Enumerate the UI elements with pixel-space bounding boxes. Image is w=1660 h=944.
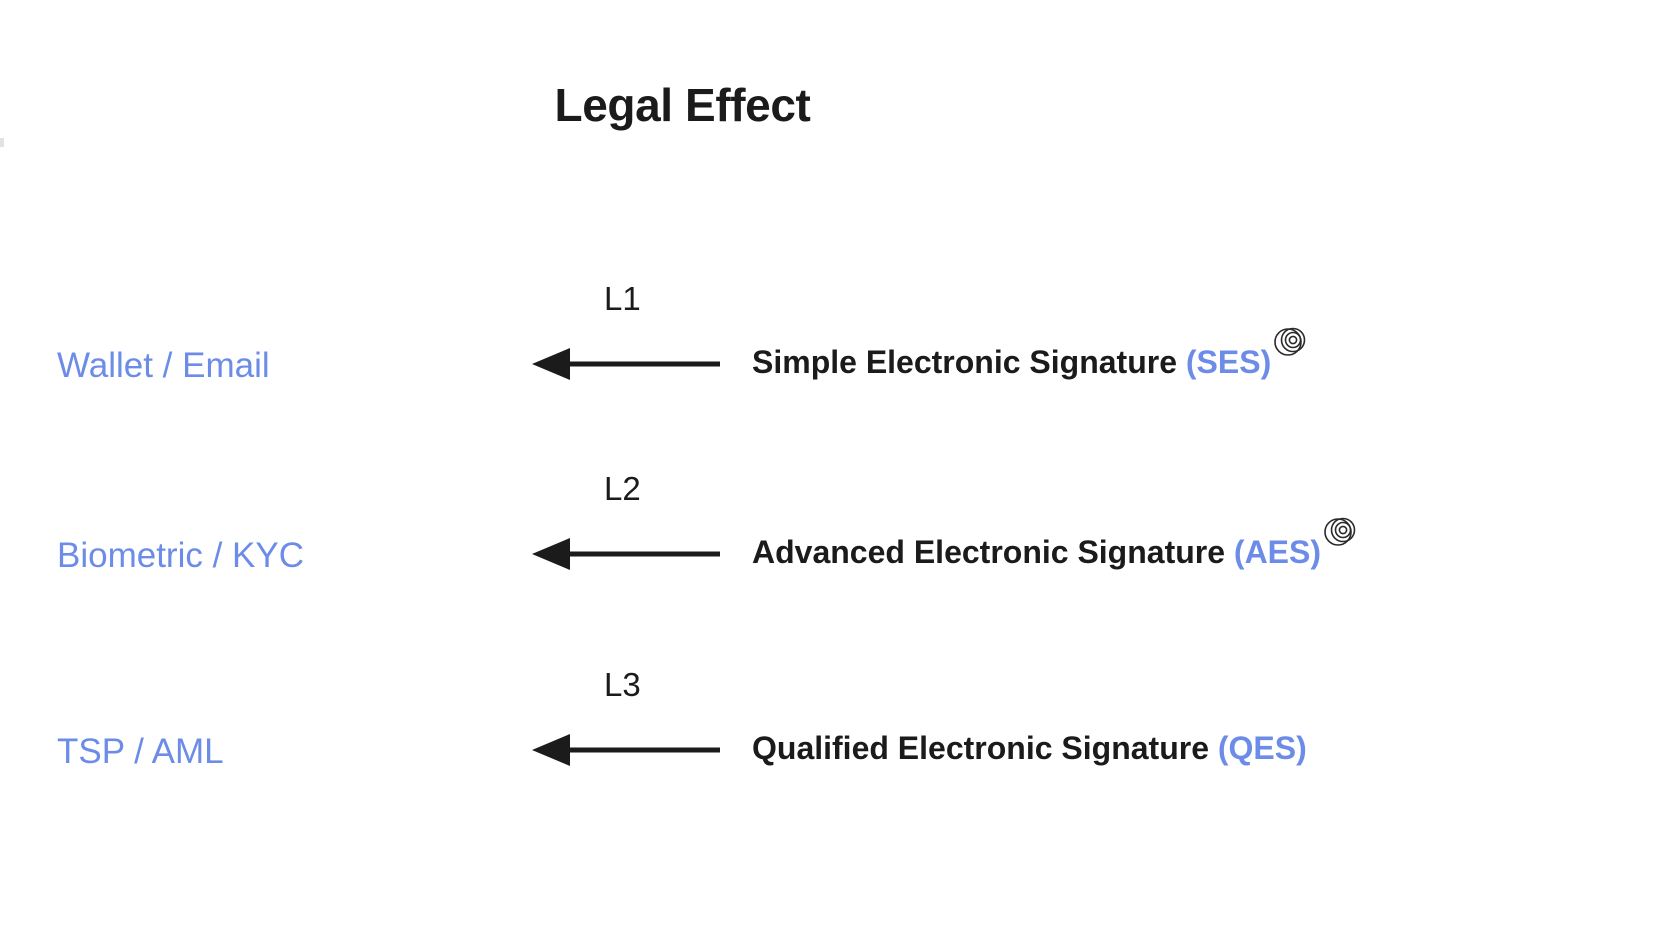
signature-label-l2: Advanced Electronic Signature (AES) (752, 517, 1356, 572)
level-tag-l1: L1 (604, 280, 641, 317)
source-label-l3: TSP / AML (57, 732, 224, 771)
arrow-left-l3 (524, 730, 724, 770)
concentric-circles-icon (1273, 324, 1307, 358)
source-label-l1: Wallet / Email (57, 346, 270, 385)
source-label-l2: Biometric / KYC (57, 536, 304, 575)
assurance-level-row: Biometric / KYC L2 Advanced Electronic S… (0, 472, 1660, 610)
arrow-left-l2 (524, 534, 724, 574)
signature-acronym-l3: (QES) (1217, 730, 1307, 766)
page-title: Legal Effect (554, 79, 811, 131)
signature-name-l2: Advanced Electronic Signature (752, 534, 1234, 570)
concentric-circles-icon (1323, 514, 1357, 548)
arrow-left-l1 (524, 344, 724, 384)
assurance-level-row: TSP / AML L3 Qualified Electronic Signat… (0, 668, 1660, 806)
level-tag-l2: L2 (604, 470, 641, 507)
signature-name-l1: Simple Electronic Signature (752, 344, 1186, 380)
signature-acronym-l1: (SES) (1185, 344, 1272, 380)
assurance-level-row: Wallet / Email L1 Simple Electronic Sign… (0, 282, 1660, 420)
signature-label-l1: Simple Electronic Signature (SES) (752, 327, 1306, 382)
signature-name-l3: Qualified Electronic Signature (752, 730, 1218, 766)
left-edge-artifact (0, 138, 4, 147)
signature-label-l3: Qualified Electronic Signature (QES) (752, 728, 1307, 768)
signature-acronym-l2: (AES) (1233, 534, 1322, 570)
level-tag-l3: L3 (604, 666, 641, 703)
